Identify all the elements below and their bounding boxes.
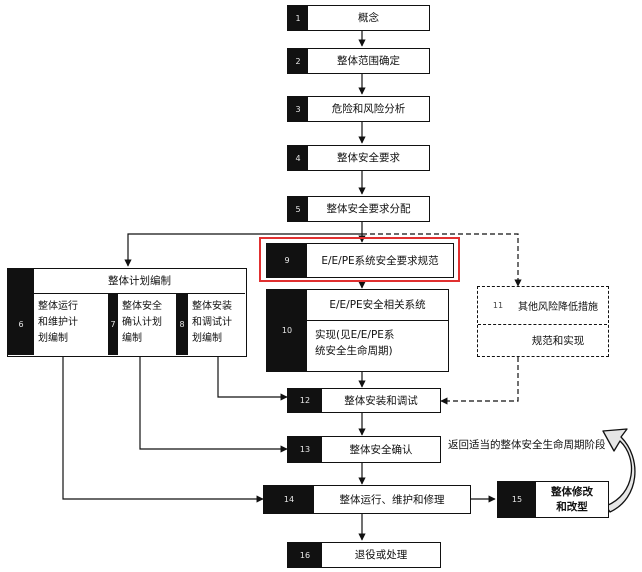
step-number: 6 xyxy=(8,294,34,355)
step-label: 整体安装和调试 xyxy=(344,394,418,407)
highlight-frame xyxy=(259,237,460,282)
line-1: 整体安全 xyxy=(122,301,162,312)
step-number: 3 xyxy=(288,97,308,121)
edge-11-12 xyxy=(440,357,519,405)
planning-group[interactable]: 整体计划编制 6 整体运行 和维护计 划编制 7 整体安全 确认计划 编制 8 … xyxy=(7,268,247,357)
step-number: 8 xyxy=(176,294,188,355)
line-2: 确认计划 xyxy=(122,317,162,328)
step-15-line-1: 整体修改 xyxy=(551,485,593,498)
step-number: 11 xyxy=(492,301,504,310)
line-2: 和调试计 xyxy=(192,317,232,328)
planning-header: 整体计划编制 xyxy=(8,269,245,294)
step-16-decommissioning[interactable]: 16 退役或处理 xyxy=(287,542,441,568)
step-number: 12 xyxy=(288,389,322,412)
line-3: 划编制 xyxy=(38,333,68,344)
return-curve-arrow xyxy=(602,428,636,513)
step-11-other-risk-reduction[interactable]: 11 其他风险降低措施 规范和实现 xyxy=(477,286,609,357)
step-number: 16 xyxy=(288,543,322,567)
step-number: 7 xyxy=(108,294,118,355)
return-note: 返回适当的整体安全生命周期阶段 xyxy=(448,439,606,451)
step-10-bottom-line-2: 统安全生命周期) xyxy=(315,345,393,357)
step-label: 整体运行、维护和修理 xyxy=(339,493,445,506)
step-13-safety-validation[interactable]: 13 整体安全确认 xyxy=(287,436,441,463)
step-10-bottom: 实现(见E/E/PE系 统安全生命周期) xyxy=(307,321,448,371)
step-15-modification[interactable]: 15 整体修改 和改型 xyxy=(497,481,609,518)
step-label: 退役或处理 xyxy=(354,549,408,561)
step-15-line-2: 和改型 xyxy=(556,500,588,513)
step-number: 4 xyxy=(288,146,308,170)
planning-number-cell xyxy=(8,269,34,293)
edge-5-6to8 xyxy=(124,233,362,267)
step-label: 整体安全确认 xyxy=(349,443,413,456)
step-10-body: E/E/PE安全相关系统 实现(见E/E/PE系 统安全生命周期) xyxy=(307,290,448,371)
edge-8-12 xyxy=(217,357,288,401)
step-label: 危险和风险分析 xyxy=(331,103,406,115)
step-label: 整体安全要求 xyxy=(337,152,400,164)
step-5-requirements-allocation[interactable]: 5 整体安全要求分配 xyxy=(287,196,430,222)
step-10-top-label: E/E/PE安全相关系统 xyxy=(307,290,448,321)
step-number: 10 xyxy=(267,290,307,371)
edge-7-13 xyxy=(139,357,288,453)
step-14-operation-maintenance[interactable]: 14 整体运行、维护和修理 xyxy=(263,485,471,514)
step-3-hazard-analysis[interactable]: 3 危险和风险分析 xyxy=(287,96,430,122)
step-6-operation-planning[interactable]: 6 整体运行 和维护计 划编制 xyxy=(8,294,108,355)
step-number: 14 xyxy=(264,486,314,513)
step-label: 概念 xyxy=(358,12,379,24)
step-number: 2 xyxy=(288,49,308,73)
step-11-bottom-label: 规范和实现 xyxy=(531,334,585,347)
line-2: 和维护计 xyxy=(38,317,78,328)
step-10-eepe-realization[interactable]: 10 E/E/PE安全相关系统 实现(见E/E/PE系 统安全生命周期) xyxy=(266,289,449,372)
planning-header-label: 整体计划编制 xyxy=(108,275,171,287)
line-3: 划编制 xyxy=(192,333,222,344)
edge-6-14 xyxy=(62,357,264,503)
step-11-top: 11 其他风险降低措施 xyxy=(478,287,607,325)
step-10-bottom-line-1: 实现(见E/E/PE系 xyxy=(315,329,395,341)
step-8-text: 整体安装 和调试计 划编制 xyxy=(188,294,245,355)
line-1: 整体运行 xyxy=(38,301,78,312)
line-3: 编制 xyxy=(122,333,142,344)
step-4-safety-requirements[interactable]: 4 整体安全要求 xyxy=(287,145,430,171)
step-number: 9 xyxy=(267,244,307,277)
step-label: 整体范围确定 xyxy=(337,55,400,67)
edge-5-11 xyxy=(362,233,522,287)
step-label: E/E/PE系统安全要求规范 xyxy=(321,254,439,267)
step-number: 15 xyxy=(498,482,536,517)
step-9-eepe-requirements[interactable]: 9 E/E/PE系统安全要求规范 xyxy=(266,243,454,278)
line-1: 整体安装 xyxy=(192,301,232,312)
step-6-text: 整体运行 和维护计 划编制 xyxy=(34,294,108,355)
step-7-validation-planning[interactable]: 7 整体安全 确认计划 编制 xyxy=(108,294,176,355)
step-label: 整体安全要求分配 xyxy=(326,203,411,215)
step-number: 5 xyxy=(288,197,308,221)
step-15-text: 整体修改 和改型 xyxy=(536,485,608,515)
step-number: 13 xyxy=(288,437,322,462)
step-12-installation-commissioning[interactable]: 12 整体安装和调试 xyxy=(287,388,441,413)
step-1-concept[interactable]: 1 概念 xyxy=(287,5,430,31)
step-11-top-label: 其他风险降低措施 xyxy=(518,302,598,313)
step-7-text: 整体安全 确认计划 编制 xyxy=(118,294,176,355)
step-8-installation-planning[interactable]: 8 整体安装 和调试计 划编制 xyxy=(176,294,245,355)
step-number: 1 xyxy=(288,6,308,30)
step-2-scope[interactable]: 2 整体范围确定 xyxy=(287,48,430,74)
